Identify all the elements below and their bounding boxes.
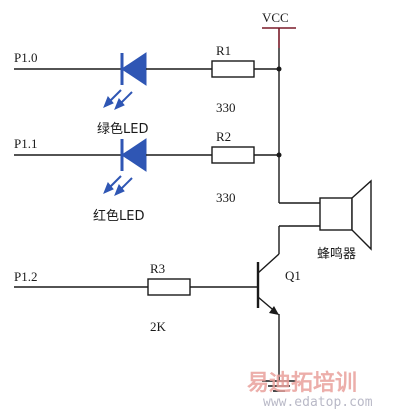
r2-resistor xyxy=(211,146,255,164)
green-led-icon xyxy=(121,52,147,86)
green-led-emission-icon xyxy=(103,89,133,110)
r3-resistor xyxy=(147,278,191,296)
r3-label: R3 xyxy=(150,261,165,276)
green-led-label: 绿色LED xyxy=(97,121,148,137)
r2-label: R2 xyxy=(216,129,231,144)
ground-icon xyxy=(262,380,296,392)
collector-lead xyxy=(257,253,280,274)
watermark-brand: 易迪拓培训 xyxy=(247,370,357,396)
port-p10-label: P1.0 xyxy=(14,50,37,65)
q1-label: Q1 xyxy=(285,268,301,283)
watermark-url: www.edatop.com xyxy=(263,395,373,410)
red-led-emission-icon xyxy=(103,175,133,196)
port-p12-label: P1.2 xyxy=(14,269,37,284)
vcc-label: VCC xyxy=(262,10,289,25)
r1-value: 330 xyxy=(216,100,236,115)
port-p11-label: P1.1 xyxy=(14,136,37,151)
r3-value: 2K xyxy=(150,319,167,334)
buzzer-label: 蜂鸣器 xyxy=(317,246,356,262)
emitter-arrow-icon xyxy=(269,306,279,315)
speaker-icon xyxy=(351,179,372,251)
r1-resistor xyxy=(211,60,255,78)
r1-label: R1 xyxy=(216,43,231,58)
red-led-label: 红色LED xyxy=(93,208,144,224)
r2-value: 330 xyxy=(216,190,236,205)
buzzer-body xyxy=(319,197,353,231)
red-led-icon xyxy=(121,138,147,172)
